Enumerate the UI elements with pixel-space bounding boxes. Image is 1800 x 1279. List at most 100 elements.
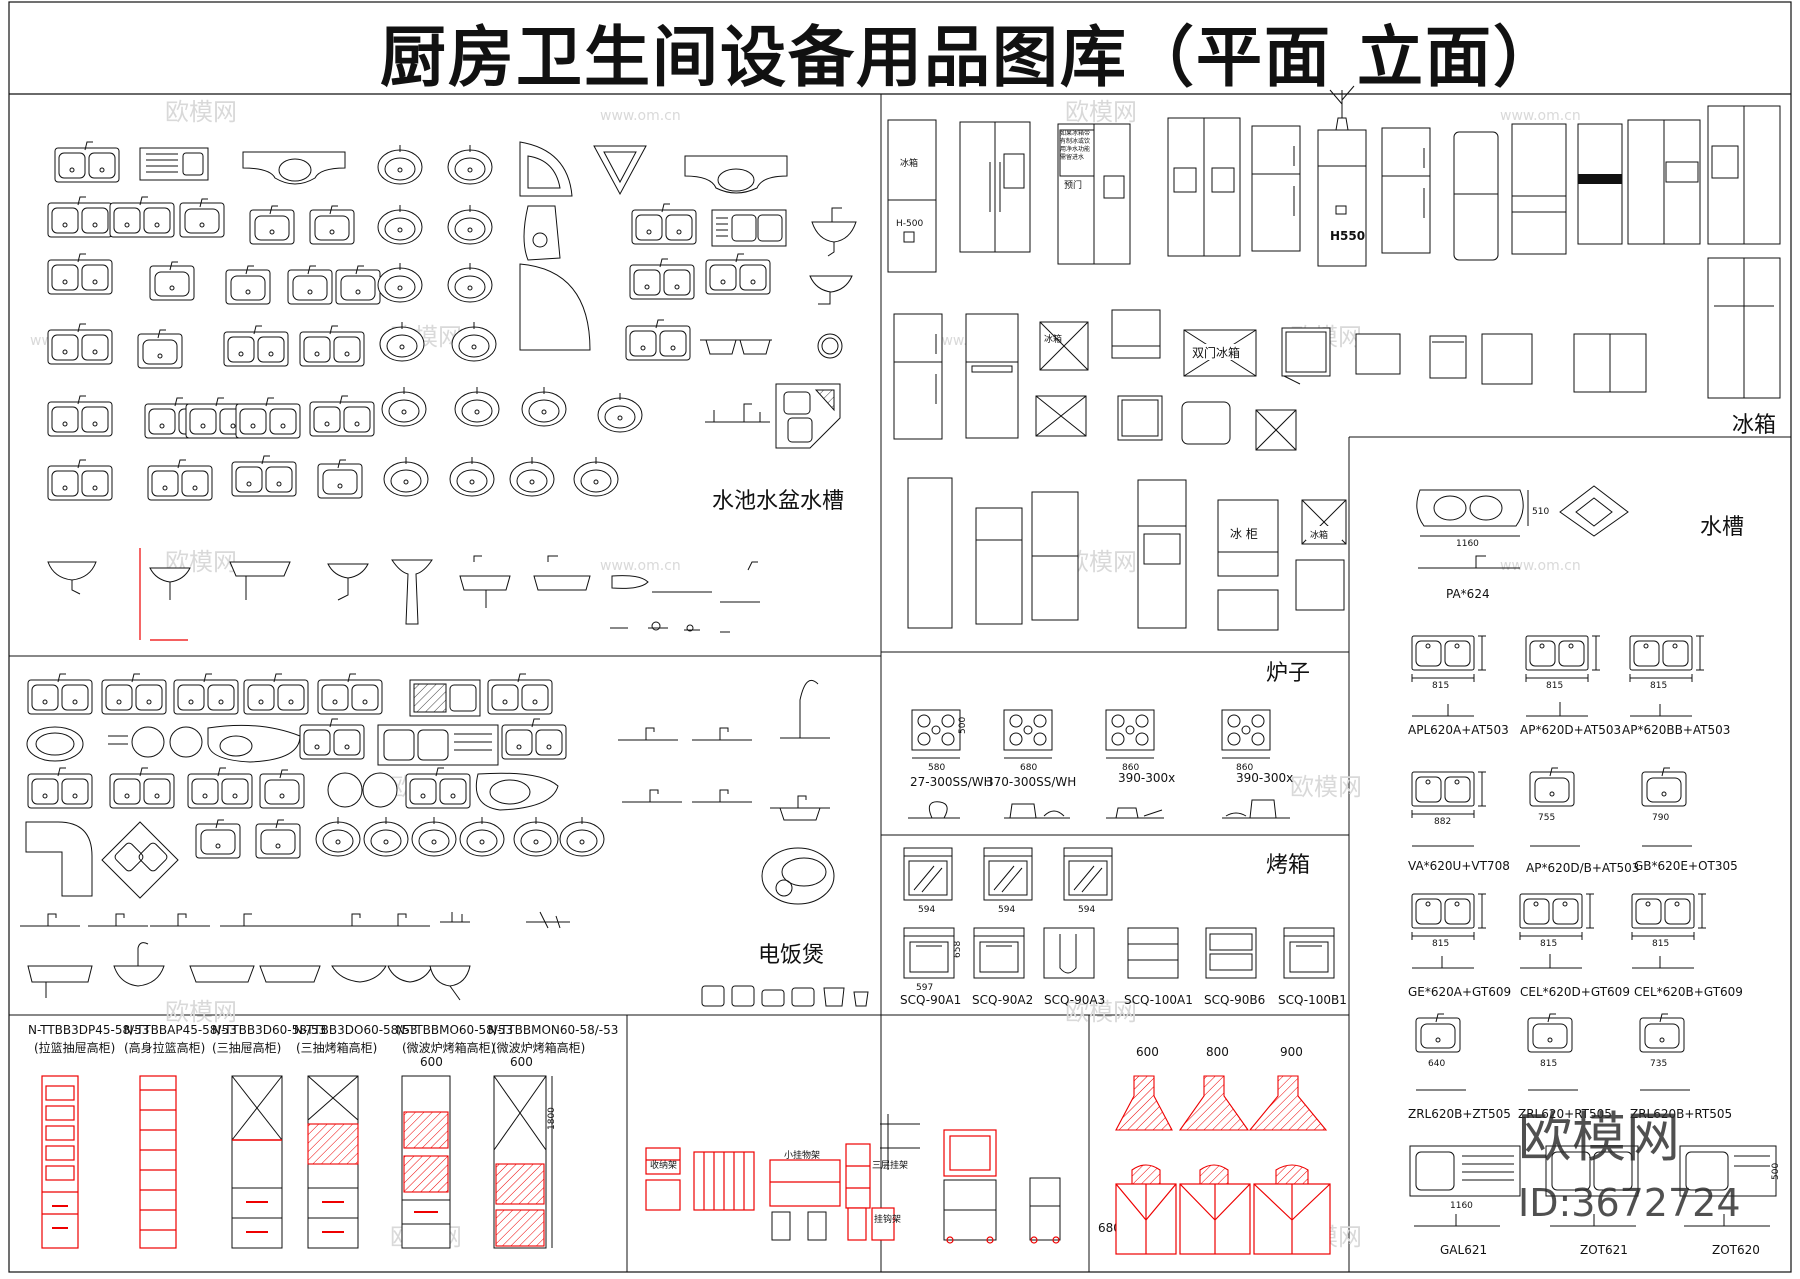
- oven-model: SCQ-90A1: [900, 993, 961, 1007]
- round-basin-plan: [817, 333, 843, 359]
- range-hood-600: [1115, 1075, 1173, 1131]
- sink-plan: [405, 767, 471, 809]
- cabinet-model: N-TTBBAP45-58/53: [124, 1023, 237, 1037]
- sink-elevations: [47, 548, 760, 641]
- oven-three-drawer: [1127, 927, 1179, 979]
- basin-plan: [447, 144, 493, 185]
- oven-panel: 烤箱 594 594 594 597 658 SCQ-90A1 SCQ-90A2…: [900, 847, 1347, 1007]
- sink-model: GAL621: [1440, 1243, 1487, 1257]
- sink-plan-cel620b: [1631, 893, 1707, 941]
- sink-dim: 815: [1540, 1059, 1557, 1069]
- two-door-fridge: [1031, 491, 1079, 621]
- oven-width: 597: [916, 983, 933, 993]
- accessory-panel: 收纳架 小挂物架 三层挂架 挂钩架: [645, 1114, 1061, 1244]
- section-label-sinks: 水池水盆水槽: [712, 489, 844, 514]
- sink-plan-ge620a: [1411, 893, 1487, 941]
- stove-model: 390-300x: [1118, 771, 1175, 785]
- sink-model: ZRL620B+ZT505: [1408, 1107, 1511, 1121]
- vanity-basin-plan: [242, 151, 346, 185]
- sink-model: ZOT620: [1712, 1243, 1760, 1257]
- sink-dim: 815: [1432, 939, 1449, 949]
- hood-width: 600: [1136, 1045, 1159, 1059]
- appliance-icons: [701, 985, 869, 1007]
- side-by-side-fridge-tall: [1707, 257, 1781, 399]
- sink-model: AP*620D/B+AT503: [1526, 861, 1639, 875]
- cabinet-model: N-TTBBMON60-58/-53: [488, 1023, 618, 1037]
- cabinet-width: 600: [420, 1055, 443, 1069]
- single-sink-plan: [309, 205, 355, 245]
- single-sink-plan: [179, 198, 225, 238]
- sink-elevation-row: [19, 911, 570, 1001]
- cabinet-desc: (高身拉篮高柜): [124, 1040, 205, 1055]
- sink-plan: [101, 673, 167, 715]
- fridge-plan-x: 冰箱: [1301, 499, 1347, 545]
- double-sink-plan: [629, 258, 695, 300]
- cabinet-pull-basket: [41, 1075, 79, 1249]
- sink-plan-zrl620b: [1415, 1013, 1461, 1053]
- sink-pa624-plan: 1160 510: [1416, 489, 1549, 549]
- section-label-stove: 炉子: [1266, 661, 1310, 686]
- oval-sink-plan: [26, 724, 301, 763]
- basin-plan: [377, 144, 423, 185]
- basin-plan: [597, 392, 643, 433]
- basin-plan: [454, 386, 500, 427]
- red-label: 挂钩架: [874, 1213, 901, 1225]
- corner-double-sink-plan: [775, 383, 841, 449]
- stove-depth: 500: [958, 717, 968, 734]
- fridge-plan-x: [1255, 409, 1297, 451]
- sink-dim: 1160: [1456, 539, 1479, 549]
- fridge-plan: [1481, 333, 1533, 385]
- basin-plan: [377, 204, 423, 245]
- double-sink-plan: [47, 459, 113, 501]
- sink-dim: 815: [1540, 939, 1557, 949]
- cabinet-model: N-TTBBMO60-58/53: [396, 1023, 513, 1037]
- cabinet-model: N-TTBB3DO60-58/53: [294, 1023, 418, 1037]
- fridge-with-plant: H550: [1317, 85, 1367, 267]
- single-sink-plan: [149, 261, 195, 301]
- fridge-note-2: 预门: [1064, 179, 1082, 191]
- stove-dim: 860: [1122, 763, 1139, 773]
- watermark-tile: 欧模网: [1290, 773, 1362, 801]
- oval-sink-plan: [475, 772, 559, 811]
- wall-basin-elevation: [809, 275, 853, 305]
- basin-plan: [377, 262, 423, 303]
- double-sink-plan: [47, 196, 113, 238]
- cabinet-microwave-oven: 1800: [493, 1075, 557, 1249]
- sink-dim: 735: [1650, 1059, 1667, 1069]
- basin-plan: [363, 816, 409, 857]
- basin-plan: [447, 204, 493, 245]
- oven-warming-drawer: [1043, 927, 1095, 979]
- fridge-top-view: [1111, 309, 1161, 359]
- basin-plan: [513, 816, 559, 857]
- cabinet-desc: (微波炉烤箱高柜): [402, 1040, 495, 1055]
- sink-plan: [195, 819, 241, 859]
- stove-panel: 炉子 580 680 860 860 500 27-300SS/WH 370-3…: [908, 661, 1310, 819]
- section-label-sink-trough: 水槽: [1700, 515, 1744, 540]
- side-by-side-fridge: [1167, 117, 1241, 257]
- double-sink-plan: [223, 325, 289, 367]
- sheet-border: [8, 1, 1792, 1273]
- small-hanging-rack: [769, 1159, 841, 1207]
- sink-dim: 815: [1652, 939, 1669, 949]
- sink-plan-zot620: 500: [1679, 1145, 1781, 1197]
- two-door-fridge: [965, 313, 1019, 439]
- sink-dim: 500: [1771, 1163, 1781, 1180]
- cabinet-microwave-oven: [401, 1075, 451, 1249]
- sink-model: ZOT621: [1580, 1243, 1628, 1257]
- sink-with-grid-drainboard: [409, 679, 481, 717]
- water-dispenser: [1003, 153, 1025, 189]
- cabinet-high-basket: [139, 1075, 177, 1249]
- fridge-height-label: H-500: [896, 219, 923, 229]
- double-sink-plan: [54, 141, 120, 183]
- range-hood-900: [1248, 1075, 1328, 1131]
- fridge-top-view: [1117, 395, 1163, 441]
- built-in-oven: [903, 927, 955, 979]
- tall-cabinet-panel: N-TTBB3DP45-58/53 N-TTBBAP45-58/53 N-TTB…: [28, 1023, 618, 1249]
- sink-model: PA*624: [1446, 587, 1490, 601]
- fridge-with-window: [1137, 479, 1187, 629]
- fridge-plan-x: [1035, 395, 1087, 437]
- double-sink-plan: [309, 395, 375, 437]
- sink-dim: 640: [1428, 1059, 1445, 1069]
- double-sink-plan: [47, 253, 113, 295]
- undermount-sink-elevation: [700, 339, 772, 355]
